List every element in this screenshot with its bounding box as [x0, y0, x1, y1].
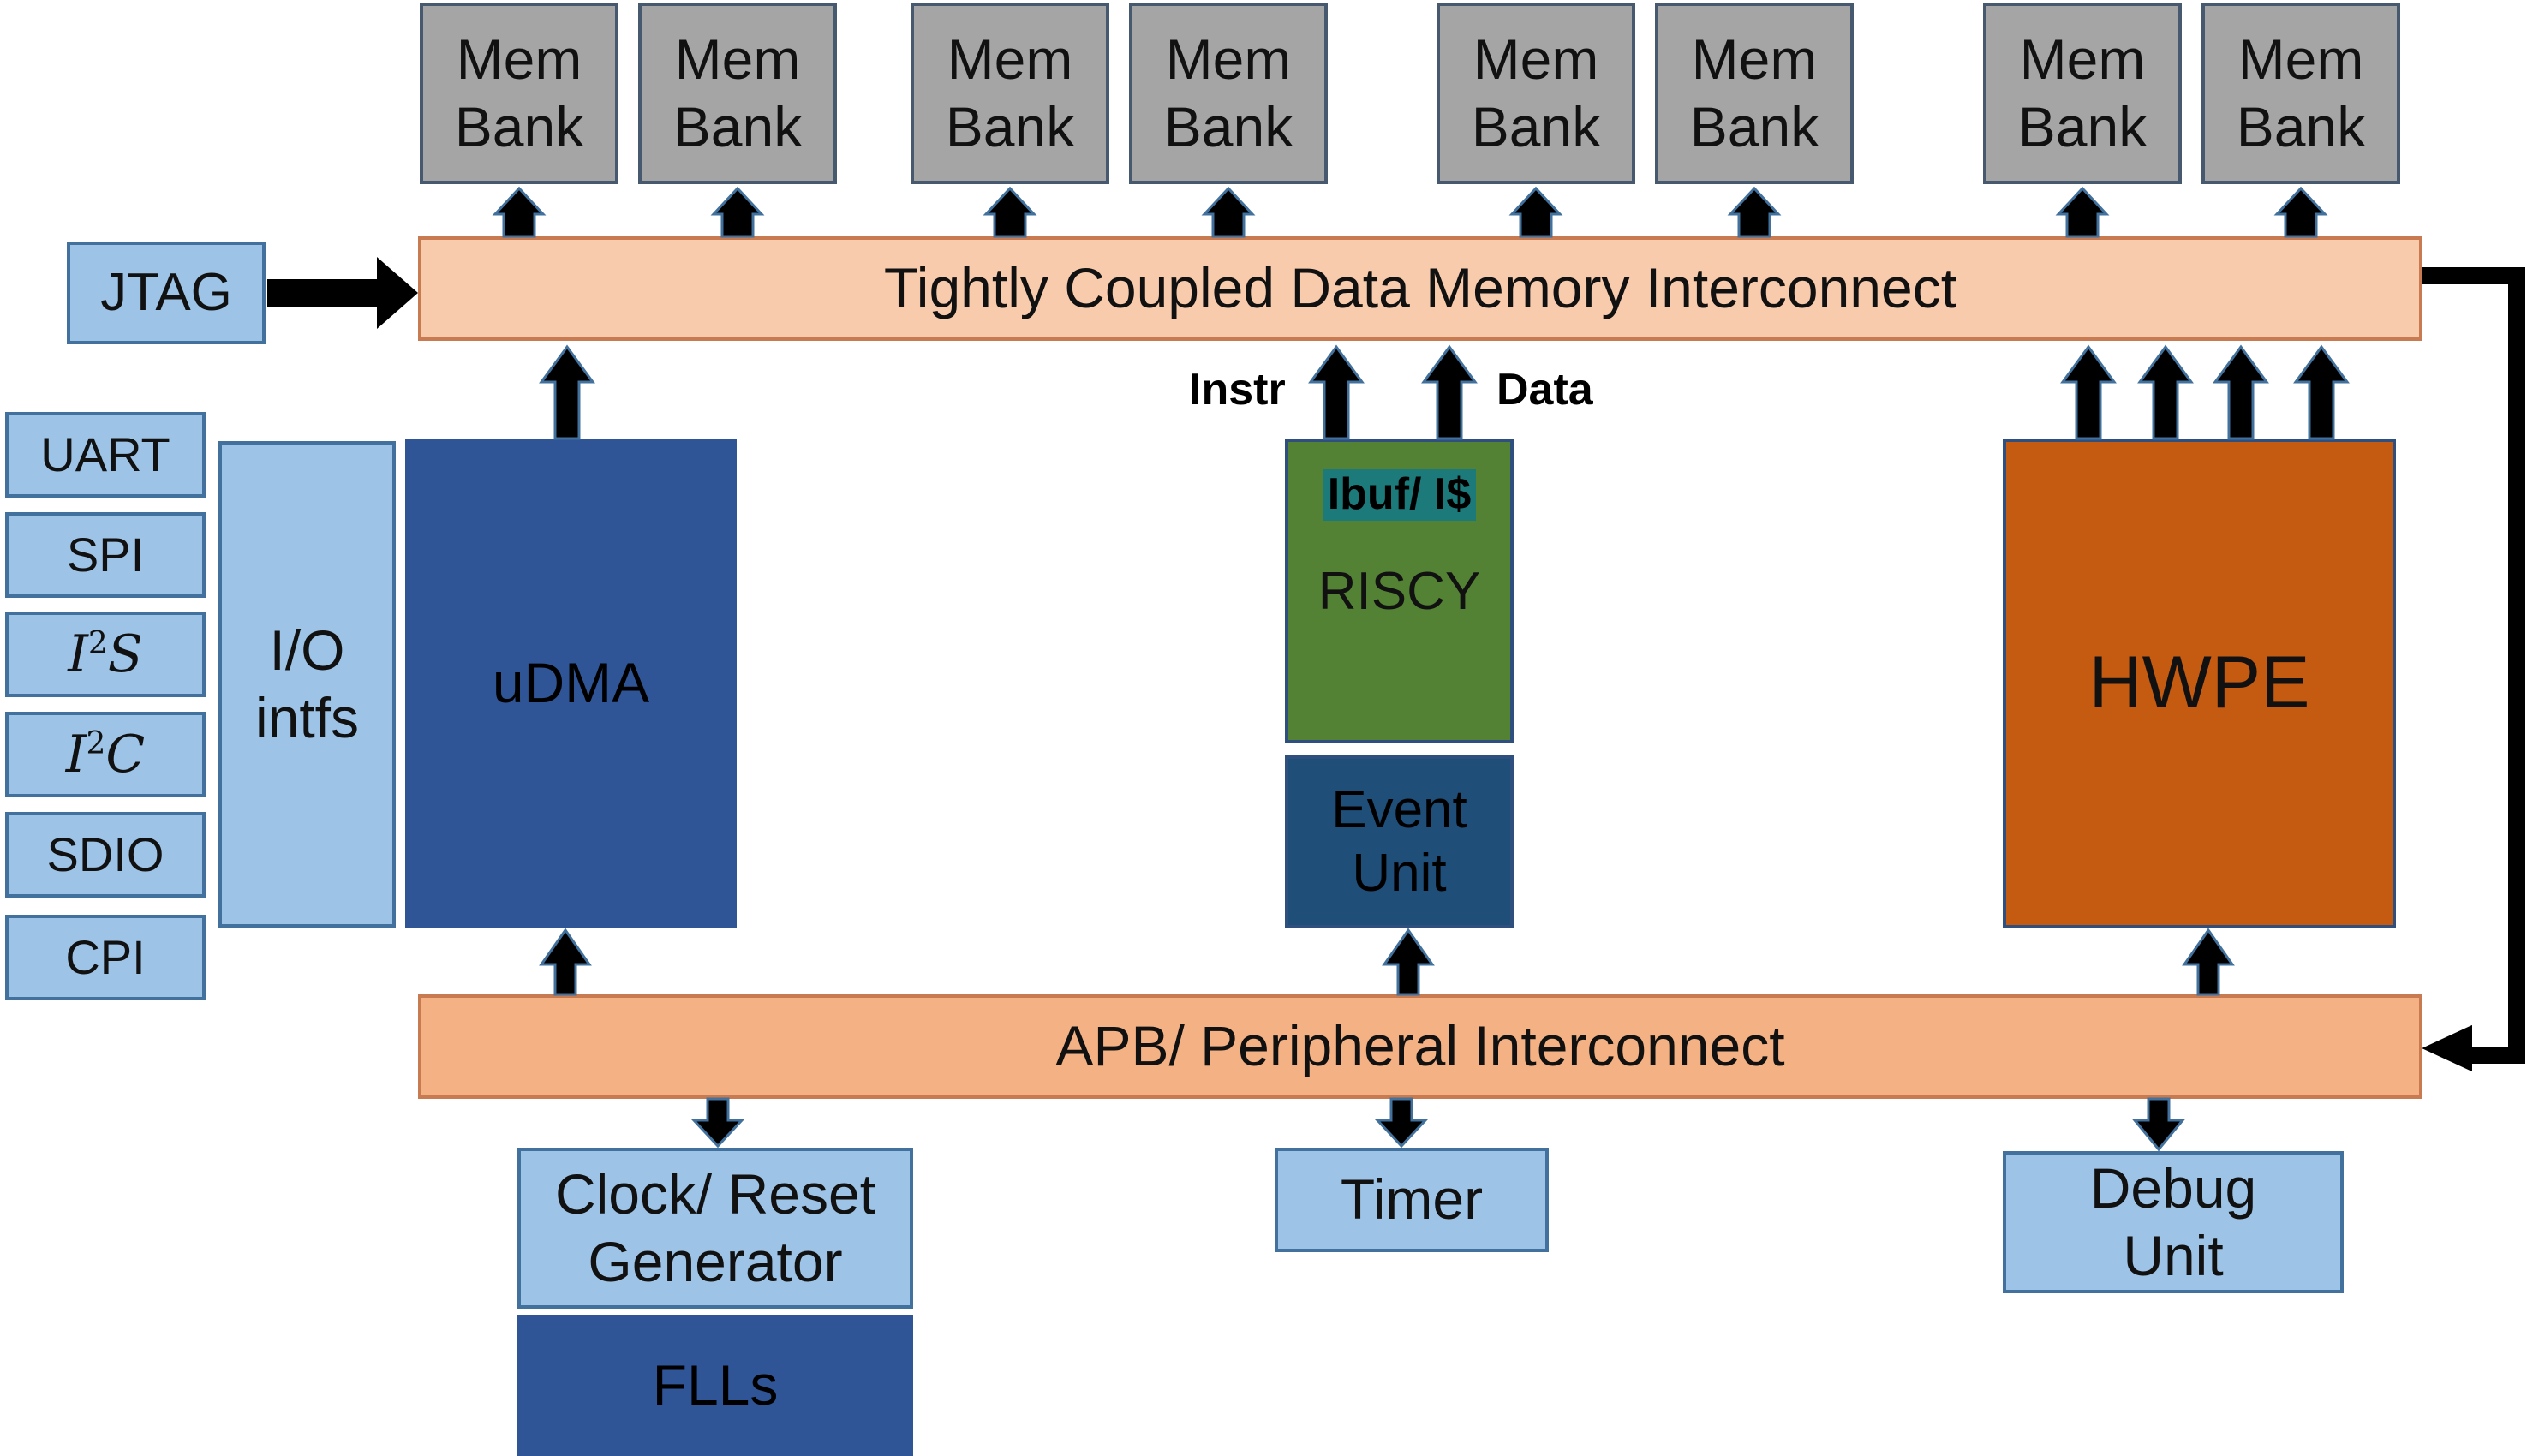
io-intfs-box: I/O intfs [218, 441, 396, 928]
arrow-riscy-data [1421, 344, 1478, 440]
mem-bank-4: Mem Bank [1129, 3, 1328, 184]
timer-label: Timer [1340, 1167, 1484, 1232]
sdio-label: SDIO [46, 827, 164, 882]
mem-bank-line1: Mem [947, 27, 1073, 91]
debug-unit-line2: Unit [2123, 1224, 2224, 1287]
udma-label: uDMA [492, 651, 650, 715]
mem-bank-7: Mem Bank [1983, 3, 2182, 184]
io-intfs-line1: I/O [269, 618, 345, 682]
arrow-tcdm-to-membank-8 [2273, 186, 2328, 238]
tcdm-label: Tightly Coupled Data Memory Interconnect [883, 256, 1957, 320]
riscy-core: Ibuf/ I$ RISCY [1285, 439, 1514, 743]
mem-bank-6: Mem Bank [1655, 3, 1854, 184]
apb-label: APB/ Peripheral Interconnect [1055, 1014, 1785, 1078]
io-intfs-line2: intfs [254, 686, 360, 749]
arrow-apb-to-debug-unit [2131, 1097, 2186, 1152]
arrow-tcdm-to-apb-head [2422, 1024, 2472, 1072]
arrow-hwpe-to-tcdm-4 [2293, 344, 2350, 440]
arrow-riscy-instr [1308, 344, 1365, 440]
mem-bank-line2: Bank [1689, 95, 1819, 158]
mem-bank-line2: Bank [2236, 95, 2366, 158]
arrow-tcdm-to-membank-5 [1508, 186, 1563, 238]
cpi-box: CPI [5, 915, 206, 1000]
timer-box: Timer [1275, 1148, 1549, 1252]
i2s-base: I [68, 624, 88, 684]
sdio-box: SDIO [5, 812, 206, 898]
mem-bank-line1: Mem [1691, 27, 1818, 91]
arrow-hwpe-to-tcdm-1 [2060, 344, 2117, 440]
i2c-label: I2C [66, 724, 146, 785]
debug-unit-line1: Debug [2089, 1155, 2257, 1220]
mem-bank-2: Mem Bank [638, 3, 837, 184]
arrow-apb-to-udma [539, 928, 592, 996]
arrow-tcdm-to-membank-3 [983, 186, 1037, 238]
event-unit-line2: Unit [1352, 844, 1447, 903]
clock-reset-line1: Clock/ Reset [554, 1161, 876, 1226]
i2s-letter: S [107, 624, 143, 684]
mem-bank-line1: Mem [1165, 27, 1292, 91]
mem-bank-line2: Bank [1471, 95, 1601, 158]
i2s-box: I2S [5, 612, 206, 697]
instr-label: Instr [1189, 365, 1286, 415]
arrow-hwpe-to-tcdm-2 [2137, 344, 2194, 440]
arrow-tcdm-to-membank-6 [1727, 186, 1782, 238]
mem-bank-line1: Mem [1473, 27, 1599, 91]
mem-bank-line1: Mem [674, 27, 801, 91]
arrow-tcdm-to-membank-7 [2055, 186, 2110, 238]
mem-bank-line2: Bank [672, 95, 803, 158]
mem-bank-line2: Bank [945, 95, 1075, 158]
spi-box: SPI [5, 512, 206, 598]
arrow-udma-to-tcdm [539, 344, 595, 440]
i2c-sup: 2 [86, 726, 106, 761]
data-label: Data [1496, 365, 1593, 415]
jtag-box: JTAG [67, 242, 266, 344]
arrow-tcdm-to-membank-1 [492, 186, 547, 238]
tcdm-interconnect: Tightly Coupled Data Memory Interconnect [418, 236, 2422, 341]
uart-label: UART [40, 427, 170, 482]
arrow-apb-to-timer [1374, 1097, 1429, 1149]
apb-interconnect: APB/ Peripheral Interconnect [418, 994, 2422, 1099]
spi-label: SPI [66, 528, 145, 582]
arrow-apb-to-clock-reset [690, 1097, 745, 1149]
cpi-label: CPI [65, 930, 146, 985]
clock-reset-line2: Generator [588, 1230, 843, 1293]
arrow-apb-to-hwpe [2182, 928, 2235, 996]
jtag-label: JTAG [100, 262, 232, 322]
mem-bank-8: Mem Bank [2201, 3, 2400, 184]
mem-bank-1: Mem Bank [420, 3, 618, 184]
i2c-base: I [65, 725, 87, 785]
mem-bank-5: Mem Bank [1437, 3, 1635, 184]
flls-label: FLLs [652, 1352, 779, 1417]
event-unit-line1: Event [1331, 779, 1467, 839]
mem-bank-3: Mem Bank [911, 3, 1109, 184]
clock-reset-generator: Clock/ Reset Generator [517, 1148, 913, 1309]
i2s-sup: 2 [87, 626, 108, 661]
i2s-label: I2S [68, 624, 143, 685]
flls-box: FLLs [517, 1315, 913, 1456]
mem-bank-line1: Mem [456, 27, 582, 91]
mem-bank-line2: Bank [1163, 95, 1293, 158]
mem-bank-line2: Bank [454, 95, 584, 158]
debug-unit: Debug Unit [2003, 1151, 2344, 1293]
udma-box: uDMA [405, 439, 737, 928]
arrow-hwpe-to-tcdm-3 [2213, 344, 2269, 440]
mem-bank-line1: Mem [2237, 27, 2364, 91]
riscy-label: RISCY [1317, 561, 1481, 621]
hwpe-box: HWPE [2003, 439, 2396, 928]
hwpe-label: HWPE [2088, 641, 2310, 725]
arrow-jtag-to-tcdm [267, 257, 418, 329]
uart-box: UART [5, 412, 206, 498]
event-unit: Event Unit [1285, 755, 1514, 928]
mem-bank-line1: Mem [2019, 27, 2146, 91]
arrow-apb-to-event-unit [1382, 928, 1435, 996]
arrow-tcdm-to-membank-2 [710, 186, 765, 238]
arrow-tcdm-to-membank-4 [1201, 186, 1256, 238]
i2c-box: I2C [5, 712, 206, 797]
ibuf-cache: Ibuf/ I$ [1322, 469, 1477, 521]
i2c-letter: C [105, 725, 146, 785]
mem-bank-line2: Bank [2017, 95, 2148, 158]
arrow-tcdm-to-apb-loop [2422, 267, 2525, 1064]
